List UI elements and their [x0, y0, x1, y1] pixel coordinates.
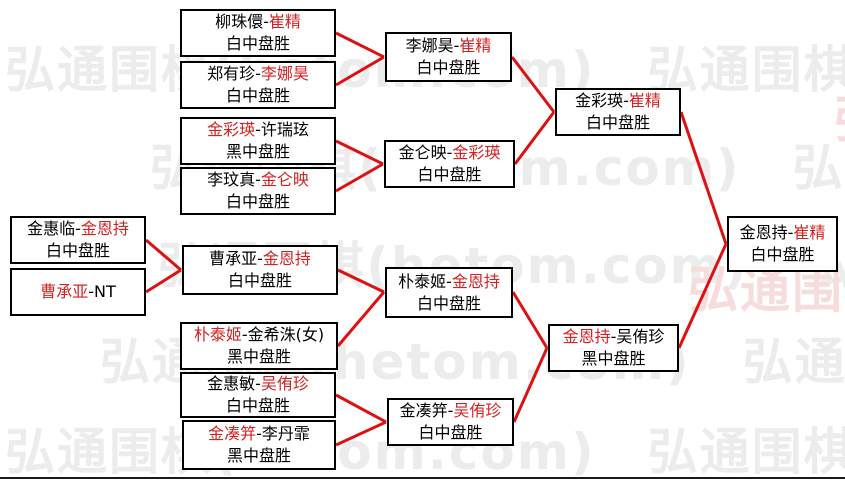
match-box-r16-6: 朴泰姬-金希洙(女) 黑中盘胜	[180, 322, 338, 370]
match-result: 白中盘胜	[227, 271, 292, 290]
match-result: 白中盘胜	[225, 192, 290, 211]
match-result: 白中盘胜	[416, 293, 481, 313]
match-box-qf-3: 朴泰姬-金恩持 白中盘胜	[385, 267, 513, 318]
match-result: 黑中盘胜	[226, 446, 291, 465]
match-box-r16-4: 李玟真-金仑映 白中盘胜	[180, 167, 336, 215]
match-box-prelim-2: 曹承亚-NT	[10, 268, 146, 316]
match-result: 白中盘胜	[45, 241, 110, 260]
match-result: 黑中盘胜	[226, 347, 291, 366]
match-box-r16-5: 曹承亚-金恩持 白中盘胜	[182, 245, 338, 295]
match-players: 金彩瑛-许瑞玹	[207, 120, 309, 139]
watermark-text-pink: 弘通围棋(hetom.com) 弘通围棋(hetom.com)	[834, 80, 845, 152]
match-box-sf-1: 金彩瑛-崔精 白中盘胜	[555, 88, 681, 136]
match-players: 金恩持-吴侑珍	[562, 327, 665, 346]
match-box-r16-8: 金凑笄-李丹霏 黑中盘胜	[182, 420, 336, 470]
match-box-r16-3: 金彩瑛-许瑞玹 黑中盘胜	[180, 117, 336, 165]
match-result: 白中盘胜	[750, 245, 815, 264]
match-result: 白中盘胜	[417, 165, 482, 184]
match-result: 白中盘胜	[225, 86, 290, 105]
match-box-qf-4: 金凑笄-吴侑珍 白中盘胜	[387, 398, 514, 446]
match-box-r16-2: 郑有珍-李娜昊 白中盘胜	[180, 61, 336, 109]
match-players: 柳珠儇-崔精	[215, 12, 301, 31]
match-box-final: 金恩持-崔精 白中盘胜	[727, 216, 838, 272]
match-players: 朴泰姬-金恩持	[398, 271, 500, 291]
match-players: 金惠敏-吴侑珍	[207, 374, 309, 393]
match-box-sf-2: 金恩持-吴侑珍 黑中盘胜	[548, 324, 679, 372]
bottom-border-line	[0, 477, 845, 479]
match-players: 金彩瑛-崔精	[575, 91, 661, 110]
match-result: 黑中盘胜	[581, 349, 646, 368]
match-players: 朴泰姬-金希洙(女)	[193, 325, 325, 344]
match-result: 白中盘胜	[225, 34, 290, 53]
match-box-qf-1: 李娜昊-崔精 白中盘胜	[385, 32, 512, 82]
match-players: 曹承亚-金恩持	[209, 249, 311, 268]
match-box-r16-1: 柳珠儇-崔精 白中盘胜	[180, 9, 336, 57]
match-players: 李娜昊-崔精	[405, 36, 492, 55]
match-result: 白中盘胜	[585, 113, 650, 132]
match-players: 曹承亚-NT	[40, 282, 116, 301]
match-result: 白中盘胜	[418, 423, 483, 442]
match-box-qf-2: 金仑映-金彩瑛 白中盘胜	[384, 140, 515, 188]
match-players: 金凑笄-李丹霏	[208, 424, 310, 443]
match-players: 金恩持-崔精	[739, 223, 826, 242]
match-players: 郑有珍-李娜昊	[207, 64, 309, 83]
match-result: 白中盘胜	[225, 396, 290, 415]
match-box-prelim-1: 金惠临-金恩持 白中盘胜	[10, 216, 146, 264]
match-players: 金惠临-金恩持	[27, 219, 129, 238]
match-players: 金仑映-金彩瑛	[398, 143, 501, 162]
match-box-r16-7: 金惠敏-吴侑珍 白中盘胜	[180, 372, 336, 418]
match-players: 金凑笄-吴侑珍	[399, 401, 502, 420]
match-result: 黑中盘胜	[225, 142, 290, 161]
match-players: 李玟真-金仑映	[207, 170, 309, 189]
match-result: 白中盘胜	[416, 58, 481, 77]
